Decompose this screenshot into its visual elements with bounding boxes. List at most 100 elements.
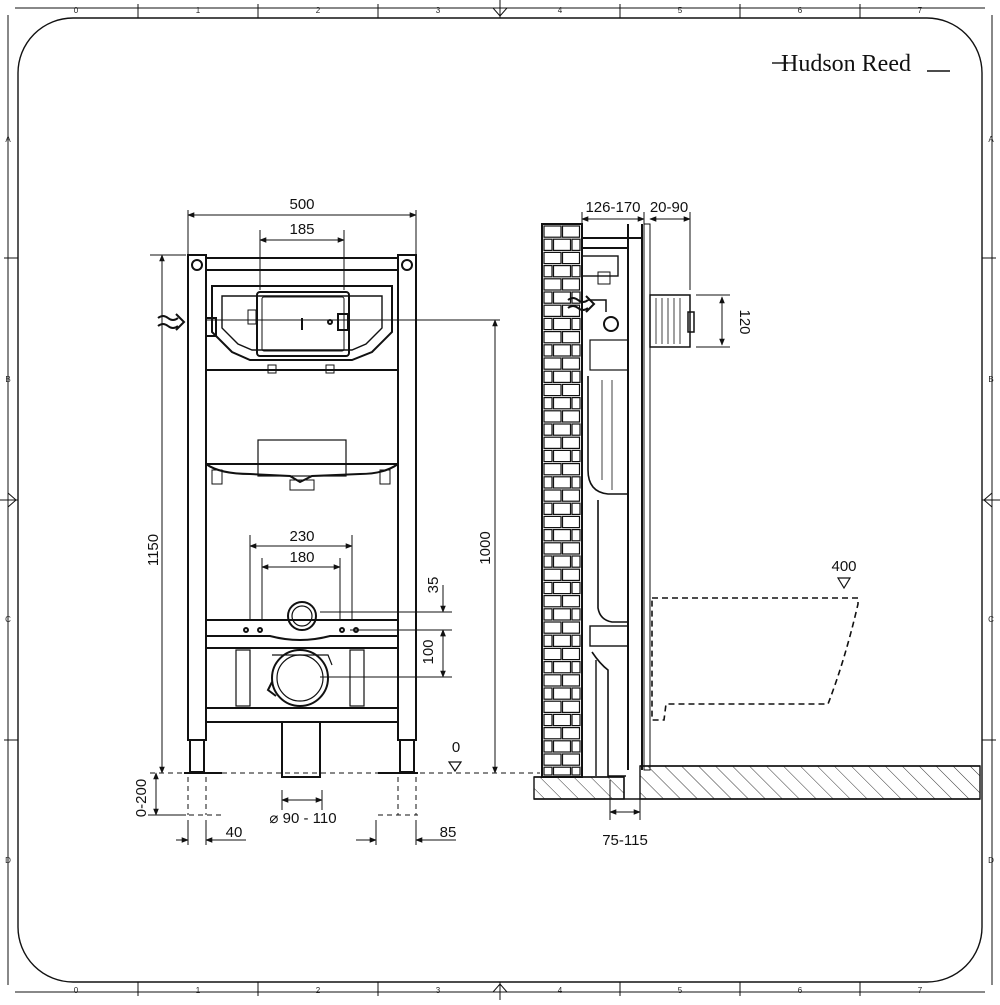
col-label-top-6: 6	[798, 6, 803, 15]
brick	[543, 265, 553, 278]
brick	[561, 621, 581, 634]
dim-offset-35: 35	[425, 577, 442, 594]
brick	[543, 291, 553, 304]
brick	[571, 528, 581, 542]
brick	[543, 238, 553, 251]
col-label-top-2: 2	[316, 6, 321, 15]
side-dimension-lines	[581, 212, 852, 820]
brick	[552, 317, 572, 331]
side-dimension-labels: 126-170 20-90 120 400 75-115	[585, 199, 856, 849]
col-label-bottom-3: 3	[436, 986, 441, 995]
dim-waste-diameter: ⌀ 90 - 110	[269, 810, 336, 827]
brick	[561, 700, 581, 714]
brick	[571, 397, 581, 410]
front-view-cistern	[205, 285, 399, 491]
col-label-top-7: 7	[918, 6, 923, 15]
water-inlet-side-icon	[567, 295, 596, 313]
col-label-bottom-1: 1	[196, 986, 201, 995]
brick	[543, 476, 553, 489]
brick	[543, 515, 562, 529]
brick	[552, 687, 572, 700]
brick	[543, 542, 562, 555]
brick	[543, 528, 553, 542]
brick	[552, 397, 572, 410]
col-label-bottom-2: 2	[316, 986, 321, 995]
brick	[561, 489, 581, 502]
dim-wall-depth: 126-170	[585, 199, 640, 216]
brick	[552, 555, 572, 568]
brick	[561, 753, 581, 766]
brick	[561, 331, 581, 344]
brick	[543, 726, 562, 740]
brick	[552, 370, 572, 384]
dim-wall-finish: 20-90	[650, 199, 688, 216]
brick	[543, 489, 562, 502]
brick	[543, 608, 553, 621]
front-dimension-lines	[148, 210, 498, 845]
brick	[543, 383, 562, 397]
row-label-left-c: C	[5, 615, 11, 624]
brick	[571, 555, 581, 568]
col-label-bottom-6: 6	[798, 986, 803, 995]
brick	[543, 463, 562, 476]
brick	[543, 423, 553, 436]
dim-outlet-outer: 230	[289, 528, 314, 545]
brick	[571, 634, 581, 648]
row-label-right-b: B	[988, 375, 993, 384]
brick	[561, 278, 581, 291]
brick	[561, 225, 581, 238]
dim-flush-pipe: 120	[736, 309, 753, 334]
side-view-frame	[581, 223, 651, 777]
brick	[571, 449, 581, 463]
brick	[543, 225, 562, 238]
brick	[552, 713, 572, 727]
brick	[543, 594, 562, 608]
brick	[552, 344, 572, 357]
brand-name: Hudson Reed	[781, 51, 911, 77]
brick	[543, 700, 562, 714]
row-label-right-d: D	[988, 856, 994, 865]
dim-foot-85: 85	[440, 824, 457, 841]
brick	[543, 581, 553, 595]
brick	[543, 740, 553, 753]
brick	[552, 766, 572, 776]
brick	[571, 502, 581, 516]
brick	[561, 383, 581, 397]
col-label-bottom-0: 0	[74, 986, 79, 995]
column-ticks	[137, 4, 861, 996]
dim-outlet-inner: 180	[289, 549, 314, 566]
brick	[571, 344, 581, 357]
dim-floor-level: 0	[452, 739, 460, 756]
row-label-right-a: A	[988, 135, 994, 144]
brick	[571, 423, 581, 436]
wall-hung-pan-outline	[651, 597, 859, 721]
brick	[552, 238, 572, 251]
dim-frame-height: 1150	[145, 534, 162, 566]
brick	[552, 423, 572, 436]
brick	[561, 463, 581, 476]
front-dimension-labels: 500 185 230 180 1150 1000 35 100 0 0-200…	[133, 196, 494, 841]
floor-level-marker	[447, 761, 463, 773]
dim-pan-projection: 400	[831, 558, 856, 575]
brick	[543, 304, 562, 318]
brick	[561, 304, 581, 318]
brick	[571, 608, 581, 621]
brick	[543, 410, 562, 423]
brick	[561, 674, 581, 687]
brick	[561, 357, 581, 370]
dim-offset-100: 100	[420, 639, 437, 664]
brick	[571, 581, 581, 595]
brick	[561, 594, 581, 608]
brick	[561, 251, 581, 265]
brick	[571, 687, 581, 700]
brick	[552, 476, 572, 489]
brick	[543, 344, 553, 357]
brick	[543, 278, 562, 291]
brick	[543, 660, 553, 674]
brick	[543, 568, 562, 582]
col-label-top-0: 0	[74, 6, 79, 15]
brick	[552, 291, 572, 304]
brick	[543, 713, 553, 727]
